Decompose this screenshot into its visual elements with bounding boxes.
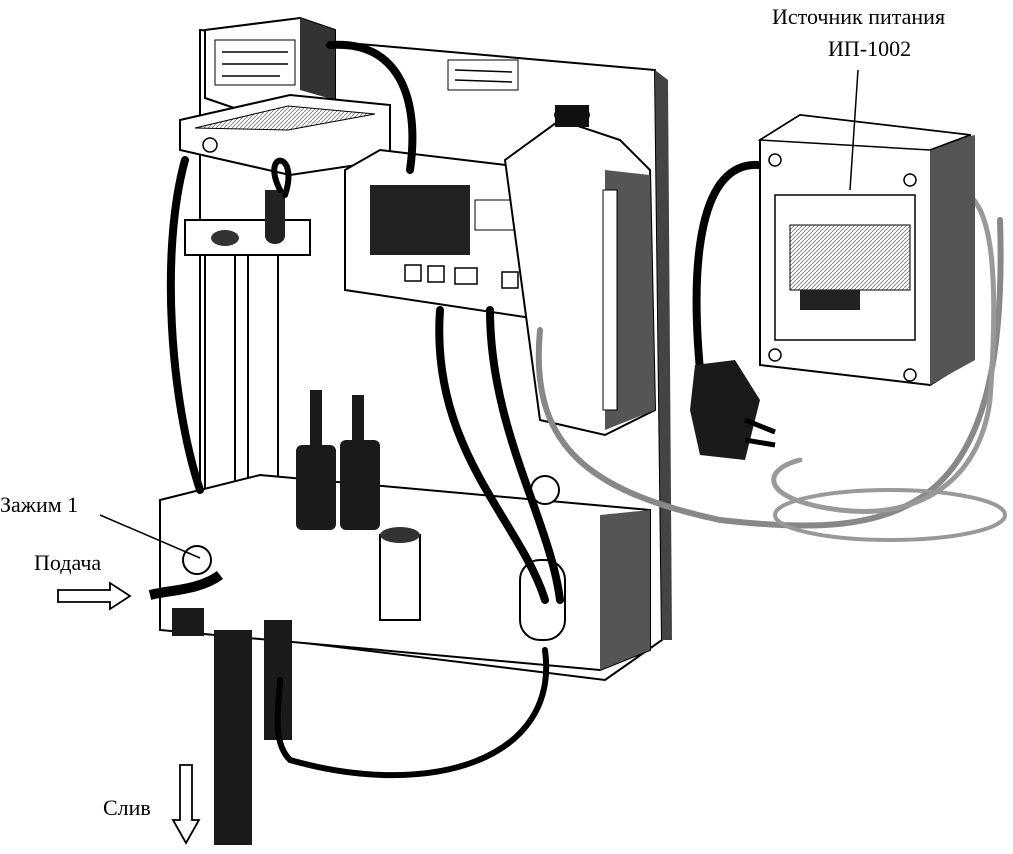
power-supply-unit [757, 113, 975, 387]
leader-clamp [99, 514, 201, 559]
cables [166, 40, 1007, 779]
flow-tubes [184, 190, 311, 521]
clamp-label: Зажим 1 [0, 492, 79, 517]
top-sensor-box [204, 16, 336, 112]
reagent-bottle [503, 105, 657, 437]
drain-arrow [171, 764, 201, 845]
power-plug [690, 360, 776, 460]
feed-pipe [148, 570, 223, 636]
feed-arrow [57, 581, 132, 611]
power-source-label: Источник питания [772, 4, 946, 29]
power-source-model-label: ИП-1002 [828, 36, 912, 61]
leader-power-source [849, 69, 859, 191]
leader-lines [99, 69, 859, 559]
electrodes [296, 390, 380, 530]
drain-label: Слив [103, 795, 151, 820]
feed-label: Подача [34, 550, 102, 575]
